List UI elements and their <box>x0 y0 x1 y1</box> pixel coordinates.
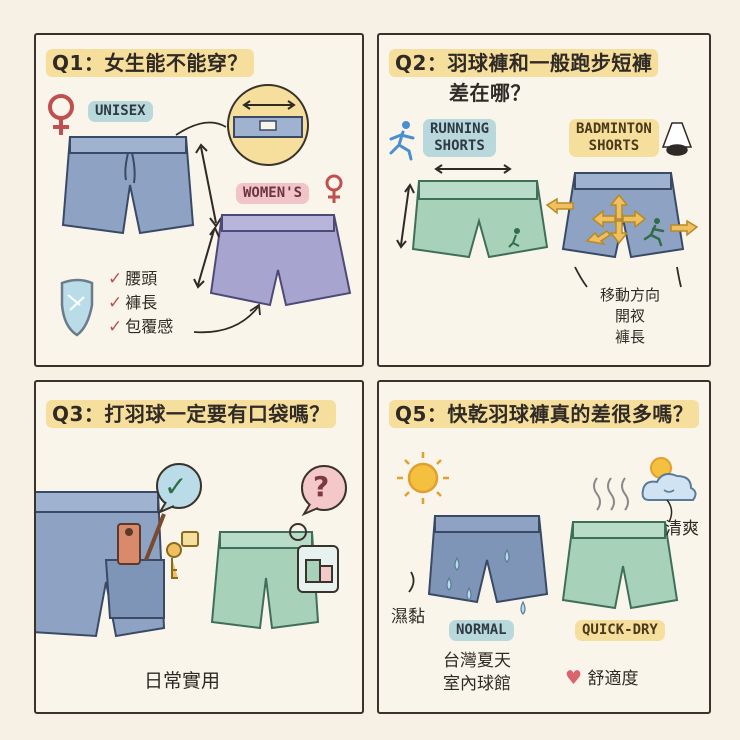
unisex-shorts <box>61 136 195 235</box>
panel-q3-title: Q3：打羽球一定要有口袋嗎？ <box>46 398 336 428</box>
panel-q1: Q1：女生能不能穿？ <box>34 33 364 367</box>
pointer-arrow <box>193 306 259 334</box>
movement-arrows-icon <box>545 193 699 246</box>
checklist: ✓腰頭 ✓褲長 ✓包覆感 <box>108 267 173 339</box>
panel-q1-title: Q1：女生能不能穿？ <box>46 47 254 77</box>
runner-logo-icon <box>508 228 520 248</box>
female-symbol-icon <box>325 174 343 203</box>
check-icon: ✓ <box>108 293 123 313</box>
checklist-item: ✓包覆感 <box>108 317 174 337</box>
shield-icon <box>60 278 94 337</box>
tag-quick-dry: QUICK-DRY <box>575 620 665 641</box>
panel-q3: Q3：打羽球一定要有口袋嗎？ <box>34 380 364 714</box>
label-sticky: 濕黏 <box>391 607 425 627</box>
checklist-item: ✓褲長 <box>108 293 158 313</box>
pointer-arrow <box>666 499 673 523</box>
quick-dry-shorts <box>561 521 679 610</box>
panel-q2-illustration <box>389 121 699 288</box>
panel-q3-caption: 日常實用 <box>144 670 221 692</box>
shuttlecock-icon <box>661 122 693 156</box>
panel-q5-title: Q5：快乾羽球褲真的差很多嗎？ <box>389 398 700 428</box>
checklist-item: ✓腰頭 <box>108 269 158 289</box>
zoom-arrow <box>175 121 227 136</box>
speech-bubble-check <box>156 463 202 515</box>
length-arrow-icon <box>193 225 220 289</box>
tag-running-shorts: RUNNING SHORTS <box>423 119 497 157</box>
heart-icon: ♥ <box>565 667 583 689</box>
tag-badminton-shorts: BADMINTON SHORTS <box>569 119 659 157</box>
pen-icon <box>144 513 166 561</box>
length-arrow-icon <box>396 183 415 249</box>
badminton-shorts <box>561 172 685 259</box>
pointer-arrow <box>408 571 415 593</box>
length-arrow-icon <box>195 143 222 228</box>
steam-icon <box>593 477 629 511</box>
zip-pouch-icon <box>289 523 339 593</box>
panel-q2-title: Q2：羽球褲和一般跑步短褲 <box>389 47 659 77</box>
waistband-zoom-circle <box>227 84 309 166</box>
speech-bubble-question <box>301 465 347 517</box>
note-item: 開衩 <box>614 307 645 325</box>
note-item: 褲長 <box>614 328 645 346</box>
caption-environment: 台灣夏天 室內球館 <box>443 651 511 694</box>
panel-q2-title-line2: 差在哪？ <box>449 81 531 105</box>
note-item: 移動方向 <box>599 286 660 304</box>
panel-q5: Q5：快乾羽球褲真的差很多嗎？ <box>377 380 711 714</box>
normal-shorts <box>427 515 549 604</box>
sweat-drops-icon <box>446 548 526 615</box>
caption-comfort: 舒適度 <box>587 669 639 689</box>
comfort-row: ♥ 舒適度 <box>565 664 638 689</box>
check-icon: ✓ <box>108 269 123 289</box>
runner-logo-icon <box>643 218 665 247</box>
tag-unisex: UNISEX <box>88 101 153 122</box>
question-mark-icon: ? <box>313 470 330 503</box>
width-arrow-icon <box>434 164 512 174</box>
check-icon: ✓ <box>108 317 123 337</box>
sun-cloud-icon <box>641 457 697 501</box>
sun-icon <box>397 452 449 504</box>
panel-q3-illustration <box>36 463 347 638</box>
panel-q1-illustration <box>48 84 352 337</box>
green-shorts <box>210 531 320 630</box>
tag-womens: WOMEN'S <box>236 183 310 204</box>
running-shorts <box>411 180 549 259</box>
shorts-with-pocket <box>36 491 166 638</box>
phone-icon <box>117 523 141 565</box>
pointer-arrow <box>574 266 682 288</box>
tag-normal: NORMAL <box>449 620 514 641</box>
notes-list: 移動方向 開衩 褲長 <box>585 285 675 348</box>
label-fresh: 清爽 <box>665 519 699 539</box>
womens-shorts <box>209 214 352 307</box>
panel-q5-illustration <box>397 452 697 615</box>
keys-icon <box>166 531 199 579</box>
female-symbol-icon <box>48 94 74 135</box>
panel-q2: Q2：羽球褲和一般跑步短褲 差在哪？ <box>377 33 711 367</box>
runner-icon <box>389 121 415 161</box>
check-mark-icon: ✓ <box>164 470 188 503</box>
